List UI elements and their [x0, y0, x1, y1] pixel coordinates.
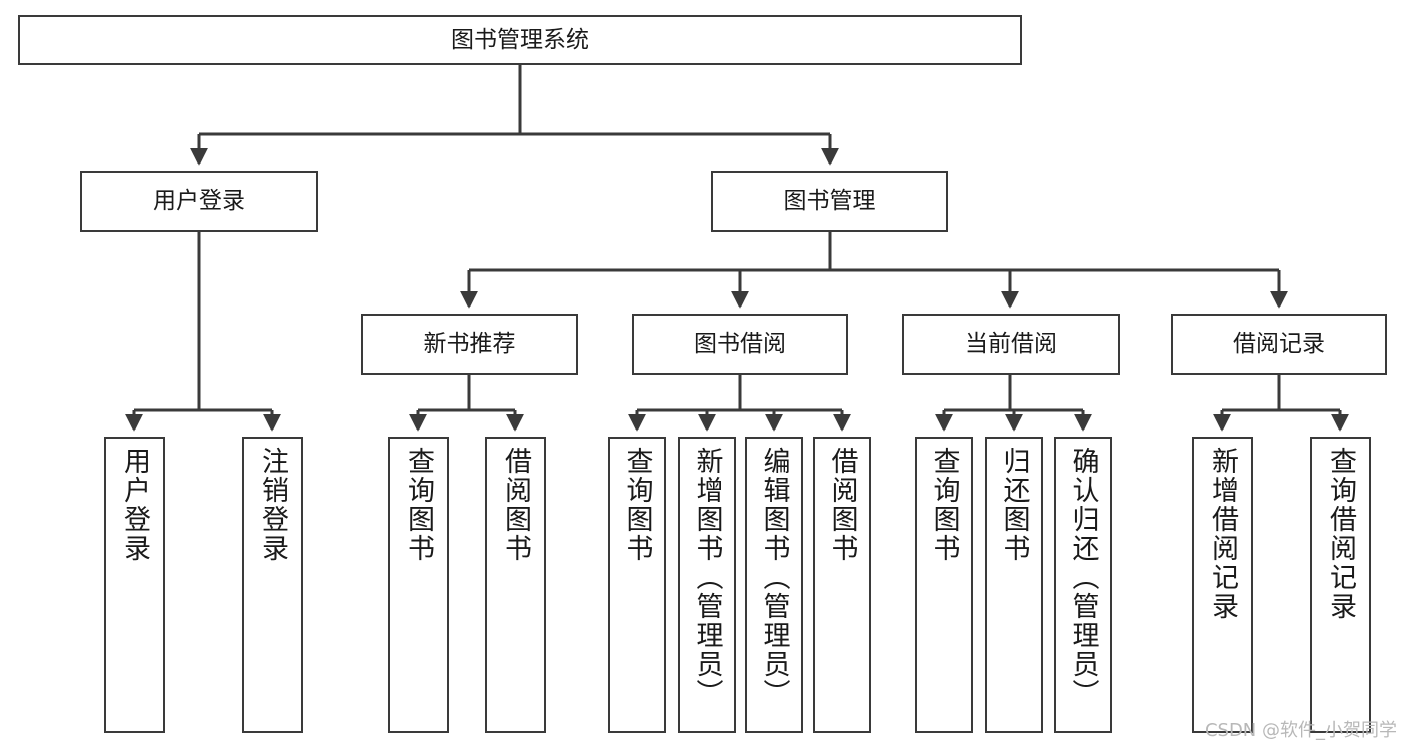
- node-leaf-query-book-borrow[interactable]: 查询图书: [608, 437, 666, 733]
- node-book-borrow-label: 图书借阅: [694, 331, 786, 358]
- node-leaf-borrow-book-label: 借阅图书: [826, 447, 858, 563]
- node-leaf-query-book-recommend-label: 查询图书: [403, 447, 434, 563]
- node-leaf-query-book-recommend[interactable]: 查询图书: [388, 437, 449, 733]
- node-leaf-return-book[interactable]: 归还图书: [985, 437, 1043, 733]
- node-root[interactable]: 图书管理系统: [18, 15, 1022, 65]
- node-root-label: 图书管理系统: [451, 26, 589, 53]
- node-borrow-record[interactable]: 借阅记录: [1171, 314, 1387, 375]
- node-borrow-record-label: 借阅记录: [1233, 331, 1325, 358]
- node-book-management-label: 图书管理: [783, 188, 876, 215]
- node-leaf-edit-book-admin-label: 编辑图书（管理员）: [758, 447, 790, 708]
- node-leaf-add-book-admin[interactable]: 新增图书（管理员）: [678, 437, 736, 733]
- node-leaf-add-borrow-record[interactable]: 新增借阅记录: [1192, 437, 1253, 733]
- node-leaf-user-login[interactable]: 用户登录: [104, 437, 165, 733]
- node-leaf-edit-book-admin[interactable]: 编辑图书（管理员）: [745, 437, 803, 733]
- node-leaf-add-book-admin-label: 新增图书（管理员）: [691, 447, 723, 708]
- node-leaf-borrow-book-recommend-label: 借阅图书: [500, 447, 531, 563]
- node-book-management[interactable]: 图书管理: [711, 171, 948, 232]
- node-leaf-query-book-current[interactable]: 查询图书: [915, 437, 973, 733]
- node-new-book-recommend[interactable]: 新书推荐: [361, 314, 578, 375]
- node-leaf-return-book-label: 归还图书: [998, 447, 1030, 563]
- node-leaf-confirm-return-admin-label: 确认归还（管理员）: [1067, 447, 1099, 708]
- node-leaf-logout-label: 注销登录: [257, 447, 288, 563]
- node-leaf-user-login-label: 用户登录: [119, 447, 150, 563]
- node-book-borrow[interactable]: 图书借阅: [632, 314, 848, 375]
- node-leaf-borrow-book-recommend[interactable]: 借阅图书: [485, 437, 546, 733]
- node-leaf-add-borrow-record-label: 新增借阅记录: [1207, 447, 1238, 621]
- node-leaf-query-borrow-record-label: 查询借阅记录: [1325, 447, 1356, 621]
- node-current-borrow[interactable]: 当前借阅: [902, 314, 1120, 375]
- node-new-book-recommend-label: 新书推荐: [423, 331, 516, 358]
- node-leaf-borrow-book[interactable]: 借阅图书: [813, 437, 871, 733]
- node-user-login[interactable]: 用户登录: [80, 171, 318, 232]
- node-leaf-confirm-return-admin[interactable]: 确认归还（管理员）: [1054, 437, 1112, 733]
- watermark-text: CSDN @软件_小贺同学: [1204, 720, 1397, 741]
- node-leaf-query-book-borrow-label: 查询图书: [621, 447, 653, 563]
- node-leaf-query-borrow-record[interactable]: 查询借阅记录: [1310, 437, 1371, 733]
- node-user-login-label: 用户登录: [153, 188, 245, 215]
- node-current-borrow-label: 当前借阅: [965, 331, 1057, 358]
- node-leaf-logout[interactable]: 注销登录: [242, 437, 303, 733]
- node-leaf-query-book-current-label: 查询图书: [928, 447, 960, 563]
